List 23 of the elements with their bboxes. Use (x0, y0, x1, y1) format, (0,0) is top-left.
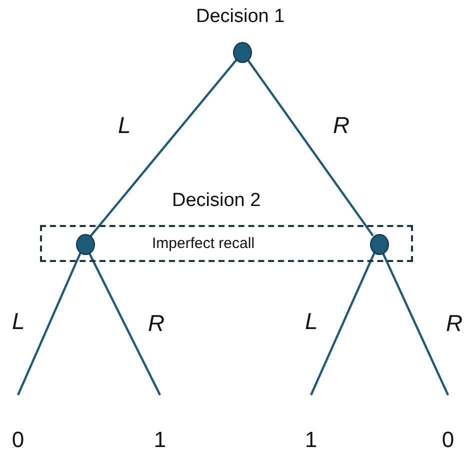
decision-node (370, 234, 388, 254)
edge-label: R (148, 310, 165, 337)
edge-label: L (118, 112, 131, 139)
tree-branch (90, 59, 238, 237)
edge-label: L (305, 308, 318, 335)
box-label: Imperfect recall (152, 235, 255, 252)
tree-branch (247, 60, 374, 236)
tree-branch (381, 252, 449, 396)
edge-label: R (333, 112, 350, 139)
payoff-value: 1 (154, 427, 166, 453)
edge-label: L (12, 308, 25, 335)
tree-branch (88, 252, 161, 396)
decision-node (76, 234, 94, 254)
information-set-box (40, 225, 413, 262)
decision-node (233, 42, 252, 63)
payoff-value: 1 (304, 427, 318, 453)
decision-label: Decision 2 (172, 190, 261, 212)
tree-branch (310, 252, 376, 396)
edge-label: R (446, 310, 463, 337)
tree-branch (17, 252, 82, 396)
payoff-value: 0 (12, 427, 24, 453)
payoff-value: 0 (442, 427, 454, 453)
decision-label: Decision 1 (196, 6, 285, 28)
